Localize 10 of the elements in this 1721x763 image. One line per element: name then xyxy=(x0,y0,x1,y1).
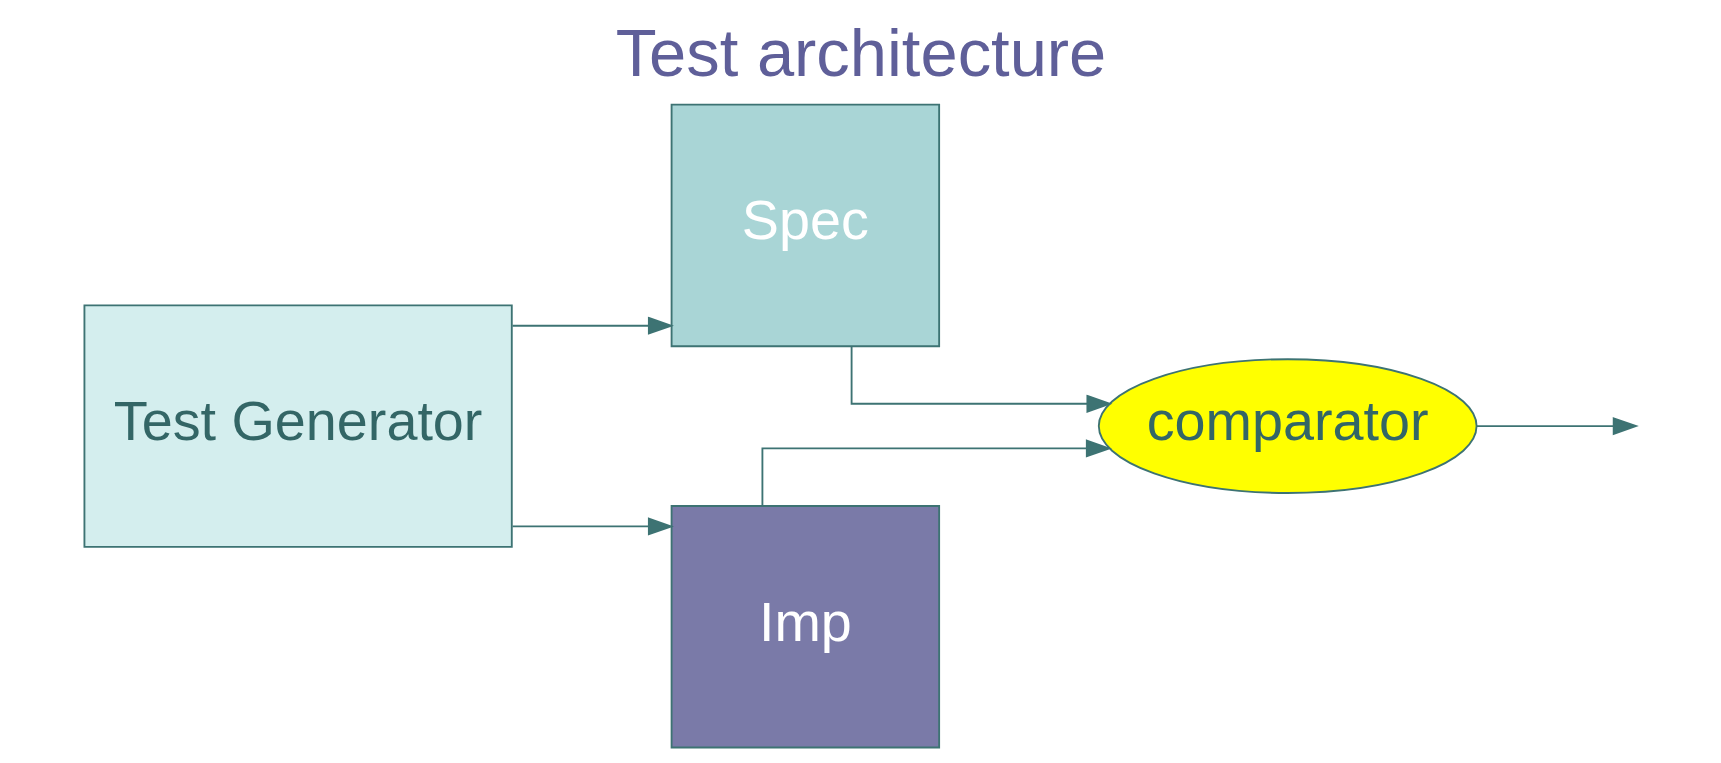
diagram-title: Test architecture xyxy=(615,15,1106,91)
arrow xyxy=(1475,416,1639,436)
arrow xyxy=(511,316,674,335)
node-box: Spec xyxy=(670,103,940,348)
node-box: Test Generator xyxy=(83,304,513,548)
node-box: Imp xyxy=(670,505,940,749)
arrow xyxy=(850,345,1112,413)
node-ellipse: comparator xyxy=(1097,358,1477,494)
arrow xyxy=(761,439,1112,507)
arrow xyxy=(511,517,674,536)
